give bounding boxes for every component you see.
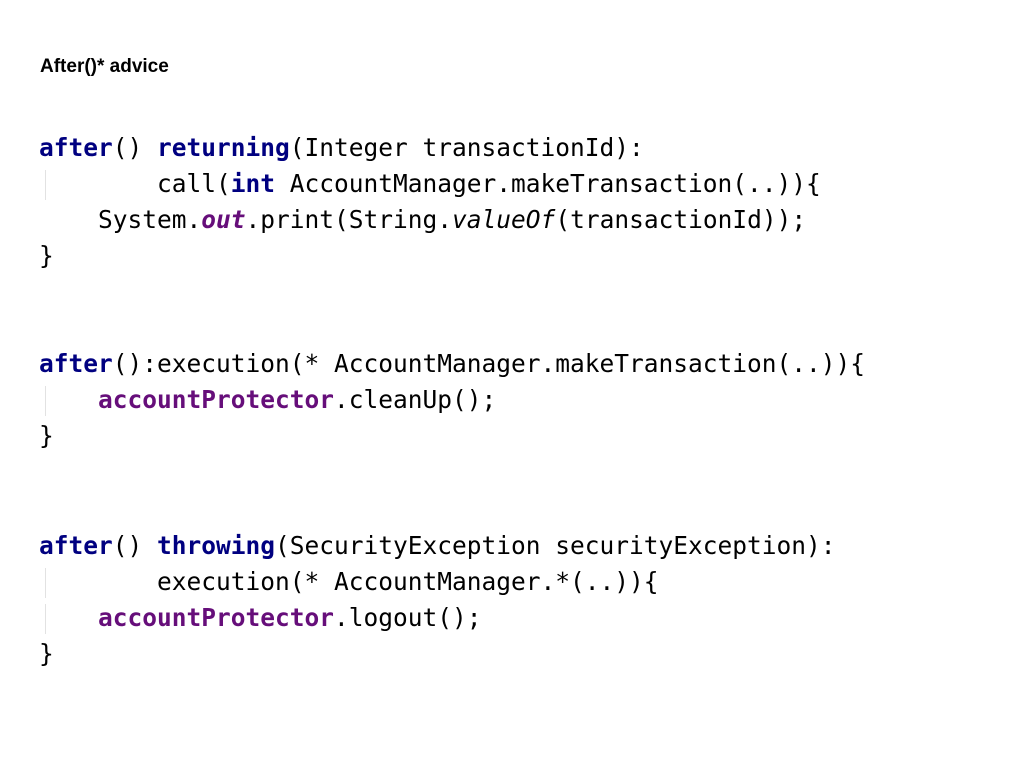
code-token: } bbox=[39, 639, 54, 668]
code-line: } bbox=[39, 636, 836, 672]
code-token: () bbox=[112, 531, 158, 560]
code-line: } bbox=[39, 238, 821, 274]
code-block-after-throwing: after() throwing(SecurityException secur… bbox=[39, 528, 836, 672]
code-token: (transactionId)); bbox=[555, 205, 807, 234]
code-token: accountProtector bbox=[98, 385, 335, 414]
code-token: .print(String. bbox=[245, 205, 453, 234]
code-token: ():execution(* AccountManager.makeTransa… bbox=[112, 349, 866, 378]
code-token: call( bbox=[39, 169, 231, 198]
indent-guide bbox=[45, 568, 46, 598]
code-token: } bbox=[39, 241, 54, 270]
code-block-after-returning: after() returning(Integer transactionId)… bbox=[39, 130, 821, 274]
code-line: accountProtector.cleanUp(); bbox=[39, 382, 865, 418]
code-token: System. bbox=[39, 205, 202, 234]
code-line: execution(* AccountManager.*(..)){ bbox=[39, 564, 836, 600]
slide-title: After()* advice bbox=[40, 56, 169, 77]
code-token: after bbox=[39, 133, 113, 162]
code-token: .cleanUp(); bbox=[334, 385, 497, 414]
code-line: after():execution(* AccountManager.makeT… bbox=[39, 346, 865, 382]
code-block-after-execution: after():execution(* AccountManager.makeT… bbox=[39, 346, 865, 454]
code-token: valueOf bbox=[452, 205, 556, 234]
code-line: } bbox=[39, 418, 865, 454]
code-token: (Integer transactionId): bbox=[289, 133, 644, 162]
code-token: int bbox=[230, 169, 276, 198]
code-token: AccountManager.makeTransaction(..)){ bbox=[275, 169, 821, 198]
code-token: execution(* AccountManager.*(..)){ bbox=[39, 567, 659, 596]
code-token: after bbox=[39, 349, 113, 378]
code-line: after() returning(Integer transactionId)… bbox=[39, 130, 821, 166]
code-line: System.out.print(String.valueOf(transact… bbox=[39, 202, 821, 238]
code-token: accountProtector bbox=[98, 603, 335, 632]
code-token: (SecurityException securityException): bbox=[275, 531, 836, 560]
code-line: after() throwing(SecurityException secur… bbox=[39, 528, 836, 564]
code-token bbox=[39, 385, 98, 414]
code-token: returning bbox=[157, 133, 290, 162]
code-token bbox=[39, 603, 98, 632]
code-line: accountProtector.logout(); bbox=[39, 600, 836, 636]
code-token: after bbox=[39, 531, 113, 560]
indent-guide bbox=[45, 386, 46, 416]
code-token: .logout(); bbox=[334, 603, 482, 632]
code-token: out bbox=[201, 205, 246, 234]
code-line: call(int AccountManager.makeTransaction(… bbox=[39, 166, 821, 202]
indent-guide bbox=[45, 170, 46, 200]
code-token: () bbox=[112, 133, 158, 162]
code-token: } bbox=[39, 421, 54, 450]
code-token: throwing bbox=[157, 531, 276, 560]
indent-guide bbox=[45, 604, 46, 634]
